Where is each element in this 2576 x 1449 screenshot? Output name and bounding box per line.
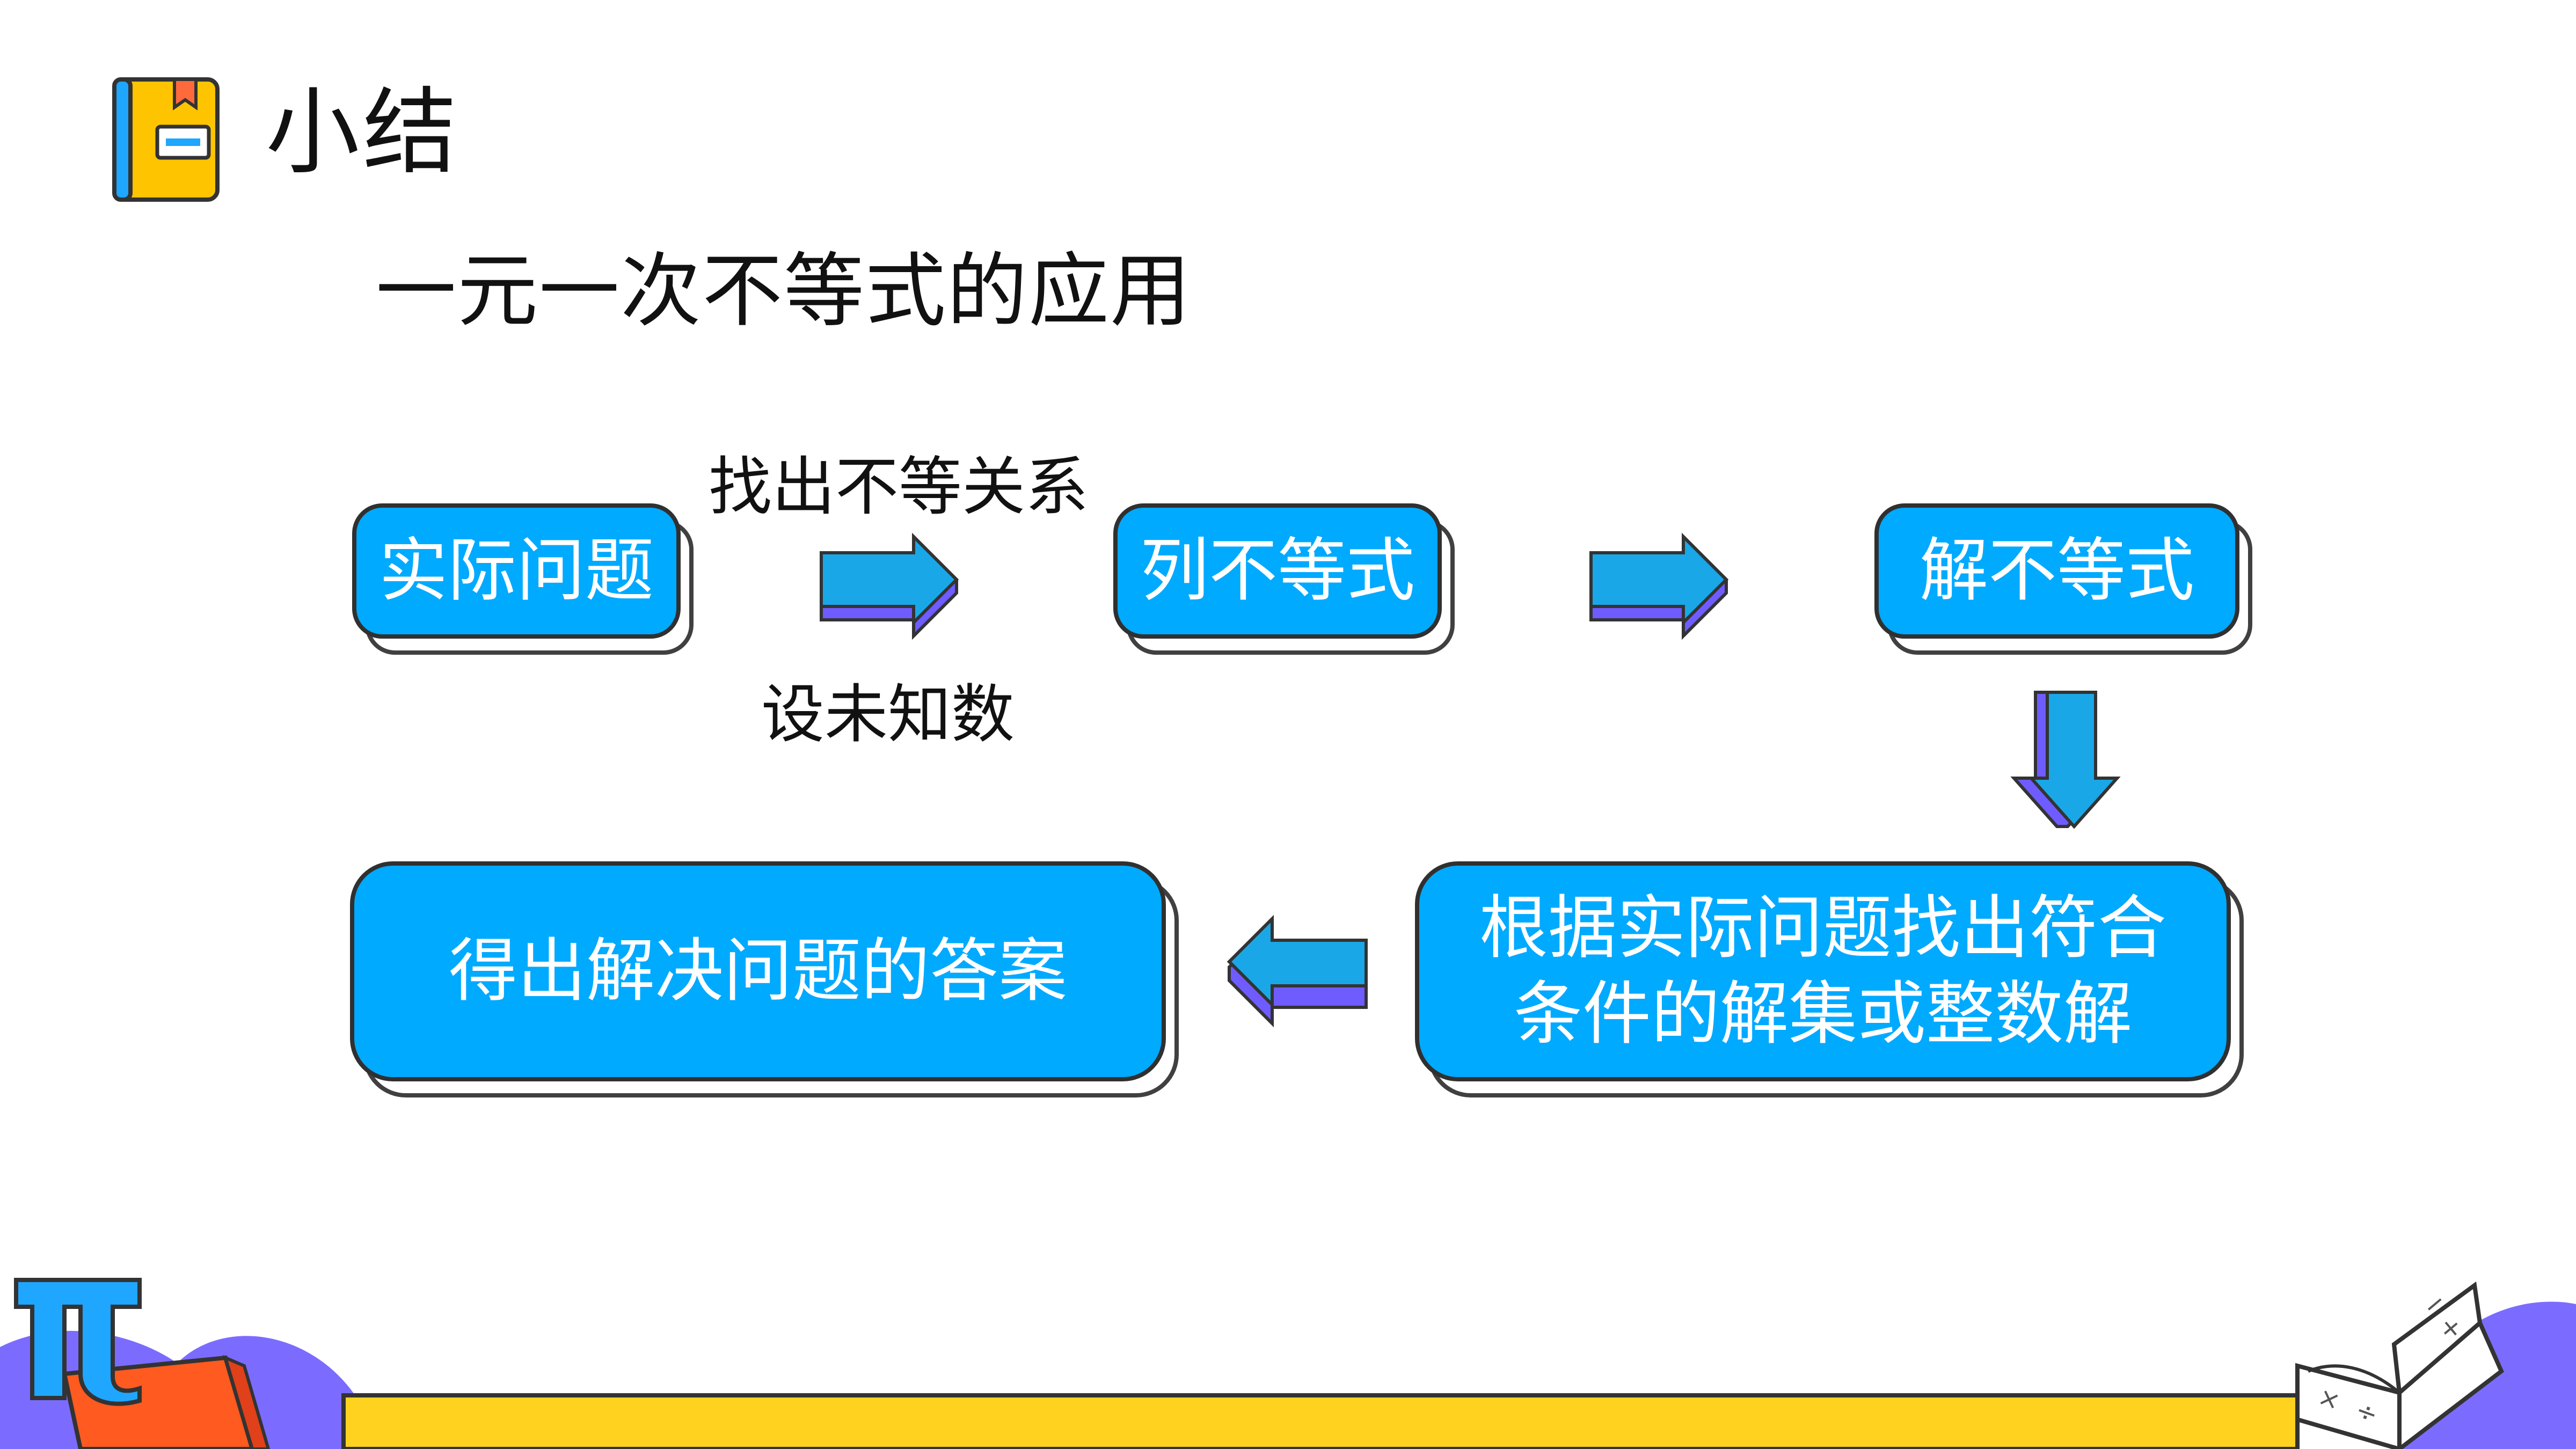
page-title: 小结: [266, 78, 460, 187]
down-arrow-icon: [2010, 691, 2121, 829]
flow-box-label: 根据实际问题找出符合 条件的解集或整数解: [1415, 861, 2231, 1081]
flow-box-label: 列不等式: [1113, 503, 1442, 639]
book-bookmark-icon: [112, 77, 220, 202]
flow-box-label-line2: 条件的解集或整数解: [1513, 974, 2132, 1054]
right-arrow-icon: [820, 532, 959, 640]
flow-box-label: 实际问题: [352, 503, 681, 639]
bottom-decoration: [0, 1301, 2576, 1449]
page-subtitle: 一元一次不等式的应用: [376, 245, 1192, 338]
flow-box-label: 解不等式: [1874, 503, 2239, 639]
pi-symbol-icon: [14, 1278, 142, 1406]
flow-box-answer: 得出解决问题的答案: [350, 861, 1179, 1097]
flow-box-label-line1: 根据实际问题找出符合: [1479, 888, 2166, 968]
left-arrow-icon: [1227, 914, 1368, 1028]
flow-box-label: 得出解决问题的答案: [350, 861, 1166, 1081]
math-book-icon: × ÷ − +: [2295, 1281, 2504, 1449]
flow-box-solution-set: 根据实际问题找出符合 条件的解集或整数解: [1415, 861, 2244, 1097]
flow-box-write-inequality: 列不等式: [1113, 503, 1455, 655]
right-arrow-icon: [1589, 532, 1729, 640]
note-set-unknown: 设未知数: [761, 677, 1015, 751]
note-find-relation: 找出不等关系: [709, 450, 1089, 524]
flow-box-solve-inequality: 解不等式: [1874, 503, 2252, 655]
flow-box-actual-problem: 实际问题: [352, 503, 694, 655]
